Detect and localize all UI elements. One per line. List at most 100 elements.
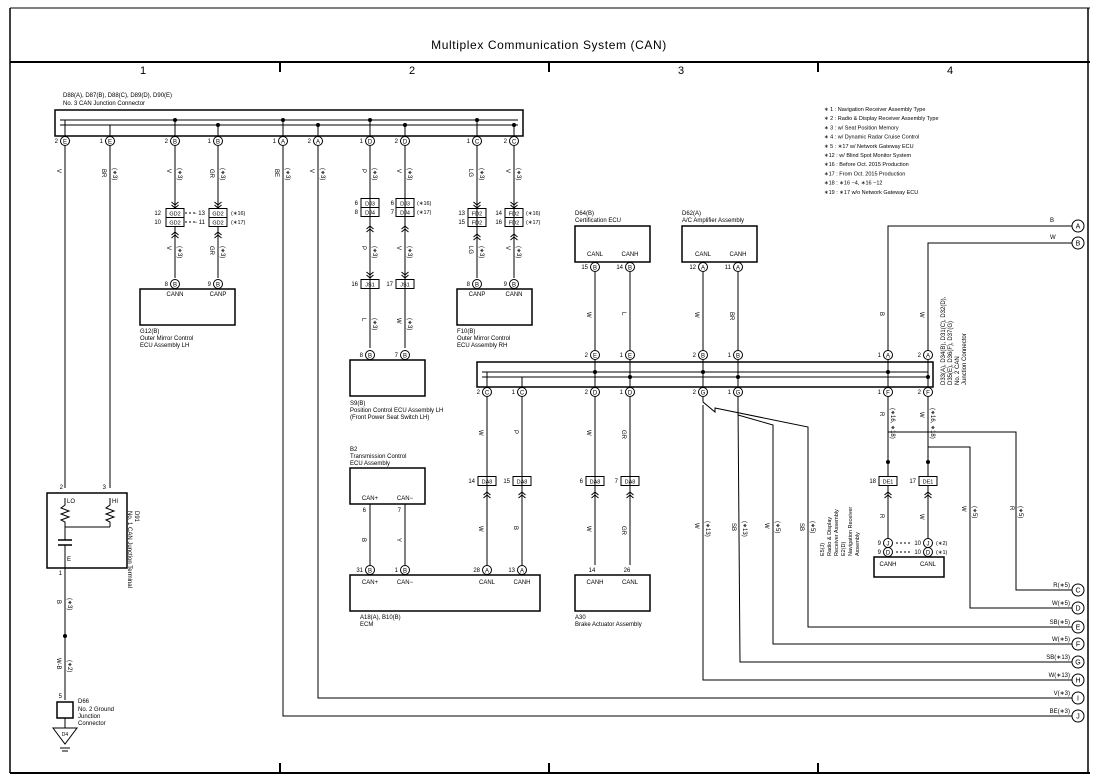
pin-number: 1 xyxy=(395,568,399,574)
connector-name: D35(E), D36(F), D37(G) xyxy=(948,321,954,385)
connector-label: DA8 xyxy=(590,479,601,485)
connector-label: DA8 xyxy=(625,479,636,485)
wire-color-label: P xyxy=(360,246,366,250)
splice-dot xyxy=(926,460,930,464)
legend-note: ∗19 : ∗17 w/o Network Gateway ECU xyxy=(824,190,918,196)
wire-color-label: L xyxy=(360,318,366,322)
legend-note: ∗12 : w/ Blind Spot Monitor System xyxy=(824,153,912,159)
pin-number: 9 xyxy=(878,541,882,547)
pin-number: 1 xyxy=(878,353,882,359)
wire-line xyxy=(887,225,1072,350)
wire-note: (∗3) xyxy=(176,168,182,180)
wire-note: (∗5) xyxy=(1017,506,1023,518)
terminal-resistor xyxy=(104,498,116,527)
junction-pin xyxy=(213,136,223,146)
component-name: D66 xyxy=(78,699,90,705)
zone-label: 4 xyxy=(947,65,954,77)
wire-note: (∗16, ∗18) xyxy=(889,408,895,439)
pin-number: 26 xyxy=(624,568,631,574)
component-name: S9(B) xyxy=(350,401,365,407)
connector-label: GD2 xyxy=(169,220,180,226)
component-description: Assembly xyxy=(855,532,861,556)
pin-number: 7 xyxy=(615,479,619,485)
pin-number: 16 xyxy=(351,282,358,288)
pin-number: 15 xyxy=(581,265,588,271)
connector-label: FD2 xyxy=(472,211,482,217)
pin-number: 12 xyxy=(154,211,161,217)
component-description: E5(J) xyxy=(820,543,826,556)
legend-note: ∗17 : From Oct. 2015 Production xyxy=(824,171,905,177)
pin-number: 15 xyxy=(458,220,465,226)
connector-label: FD2 xyxy=(509,220,519,226)
connector-arrow xyxy=(518,491,526,496)
wire-note: (∗13) xyxy=(704,521,710,537)
offpage-wire-label: R(∗5) xyxy=(1053,583,1070,589)
pin-letter: B xyxy=(368,353,372,359)
junction-pin xyxy=(625,350,635,360)
pin-letter: J xyxy=(887,541,890,547)
wire-line xyxy=(282,146,1072,717)
junction-pin xyxy=(733,387,743,397)
connector-arrow xyxy=(473,201,481,206)
wire-color-label: P xyxy=(360,169,366,173)
connector-description: No. 3 CAN Junction Connector xyxy=(63,101,145,107)
connector-arrow xyxy=(591,491,599,496)
pin-letter: E xyxy=(108,139,112,145)
junction-connector-box xyxy=(476,361,934,388)
junction-pin xyxy=(105,136,115,146)
wire-color-label: W xyxy=(395,318,401,324)
wire-color-label: W xyxy=(585,312,591,318)
wire-color-label: SB xyxy=(730,523,736,531)
inline-connector xyxy=(918,476,938,486)
terminal-label: CANL xyxy=(920,562,937,568)
junction-pin xyxy=(923,387,933,397)
pin-letter: B xyxy=(403,353,407,359)
connector-description: No. 2 CAN xyxy=(955,356,961,385)
connector-arrow xyxy=(510,236,518,241)
wire-color-label: SB xyxy=(798,523,804,531)
terminal-label: CAN+ xyxy=(362,496,379,502)
component-name: B2 xyxy=(350,447,358,453)
connector-label: GD2 xyxy=(212,211,223,217)
pin-letter: D xyxy=(368,139,373,145)
pin-number: 17 xyxy=(386,282,393,288)
wire-line xyxy=(927,242,1072,350)
wire-note: (∗5) xyxy=(971,506,977,518)
wire-color-label: W xyxy=(918,412,924,418)
wire-color-label: W xyxy=(960,506,966,512)
splice-dot xyxy=(281,118,285,122)
terminal-label: CANH xyxy=(586,580,603,586)
junction-pin xyxy=(400,136,410,146)
pin-letter: E xyxy=(628,353,632,359)
component-description: Position Control ECU Assembly LH xyxy=(350,408,443,414)
terminal-label: CANN xyxy=(166,292,183,298)
connector-label: DJ4 xyxy=(400,210,410,216)
terminal-label: CANH xyxy=(513,580,530,586)
production-note: (∗17) xyxy=(417,210,432,216)
wire-color-label: R xyxy=(878,514,884,519)
pin-letter: D xyxy=(628,390,633,396)
component-description: (Front Power Seat Switch LH) xyxy=(350,415,429,421)
wire-color-label: R xyxy=(1008,506,1014,511)
pin-number: 2 xyxy=(165,139,169,145)
pin-number: 28 xyxy=(473,568,480,574)
component-description: E2(D) xyxy=(841,541,847,556)
junction-pin xyxy=(170,136,180,146)
component-description: Outer Mirror Control xyxy=(140,336,193,342)
connector-arrow xyxy=(401,271,409,276)
pin-letter: C xyxy=(485,390,490,396)
offpage-id: G xyxy=(1075,660,1080,667)
terminal-label: CANP xyxy=(469,292,486,298)
legend-note: ∗16 : Before Oct. 2015 Production xyxy=(824,162,909,168)
ecu-box xyxy=(349,467,426,505)
pin-number: 1 xyxy=(620,353,624,359)
wire-color-label: W-B xyxy=(55,658,61,670)
pin-number: 15 xyxy=(503,479,510,485)
production-note: (∗2) xyxy=(936,541,947,547)
connector-arrow xyxy=(214,231,222,236)
pin-number: 1 xyxy=(467,139,471,145)
pin-number: 1 xyxy=(620,390,624,396)
connector-arrow xyxy=(366,274,374,279)
pin-letter: J xyxy=(927,541,930,547)
splice-dot xyxy=(216,123,220,127)
